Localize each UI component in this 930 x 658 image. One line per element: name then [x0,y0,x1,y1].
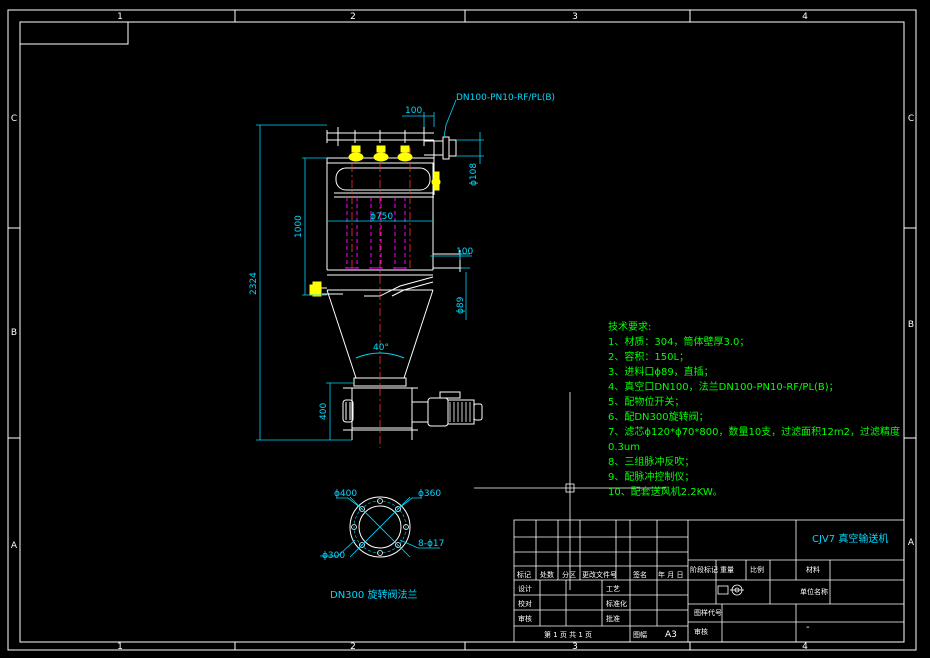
tb-mid-1: 重量 [720,566,734,574]
zone-right-a: A [908,538,915,548]
notes-title: 技术要求: [608,322,652,333]
tb-unit: 单位名称 [800,587,828,596]
note-item-5: 5、配物位开关； [608,397,685,408]
zone-top-3: 3 [572,12,578,22]
tb-review-cell: 审核 [694,627,708,636]
dim-100-top: 100 [405,106,422,116]
zone-top-2: 2 [350,12,356,22]
dim-100-mid: 100 [456,247,473,257]
note-item-8: 8、三组脉冲反吹； [608,457,695,468]
tb-row-review: 审核 [518,614,532,623]
filter-cartridges [345,197,407,269]
flange-d360: ϕ360 [418,489,441,499]
flange-d300: ϕ300 [322,551,345,561]
angle-40: 40° [373,343,389,353]
flange-detail: ϕ400 ϕ360 ϕ300 8-ϕ17 DN300 旋转阀法兰 [320,489,444,601]
note-item-3: 3、进料口ϕ89，直插； [608,367,714,378]
note-item-1: 1、材质：304，筒体壁厚3.0； [608,337,750,348]
tb-row-design: 设计 [518,584,532,593]
dim-750: ϕ750 [370,212,393,222]
tb-row-process: 工艺 [606,585,620,593]
note-item-4: 4、真空口DN100，法兰DN100-PN10-RF/PL(B)； [608,382,839,393]
flange-holes: 8-ϕ17 [418,539,444,549]
note-item-6: 6、配DN300旋转阀； [608,412,709,423]
pulse-valves [309,145,441,297]
zone-left-c: C [11,114,17,124]
main-elevation [309,127,483,448]
zone-top-4: 4 [802,12,808,22]
tb-header-5: 年 月 日 [658,570,683,579]
zone-right-c: C [908,114,914,124]
corner-box [19,21,129,45]
tb-drawing-no: 图样代号 [694,608,722,617]
zone-ticks [8,10,916,650]
zone-bottom-3: 3 [572,642,578,652]
technical-requirements: 技术要求: 1、材质：304，筒体壁厚3.0； 2、容积：150L； 3、进料口… [608,320,908,500]
dim-89: ϕ89 [456,296,466,314]
tb-size: A3 [665,630,677,640]
zone-left-b: B [11,328,17,338]
note-item-7b: 0.3um [608,442,640,453]
flange-d400: ϕ400 [334,489,357,499]
tb-row-check: 校对 [518,599,532,608]
tb-material: 材料 [806,565,820,574]
note-item-2: 2、容积：150L； [608,352,690,363]
dim-108: ϕ108 [469,163,479,186]
zone-bottom-1: 1 [117,642,123,652]
tb-header-3: 更改文件号 [582,570,617,579]
title-block [513,519,905,643]
tb-title: CJV7 真空输送机 [812,532,888,545]
outer-frame [7,9,917,651]
zone-left-a: A [11,541,18,551]
dim-400: 400 [319,403,329,420]
zone-right-b: B [908,320,914,330]
crosshair [474,392,666,590]
tb-mid-0: 阶段标记 [690,565,718,574]
tb-header-0: 标记 [517,570,531,579]
tb-row-approve: 批准 [606,614,620,623]
note-item-10: 10、配套送风机2.2KW。 [608,487,723,498]
dim-2324: 2324 [249,272,259,295]
tb-mid-2: 比例 [750,565,764,574]
flange-spec-label: DN100-PN10-RF/PL(B) [456,93,555,103]
inner-frame [19,21,905,643]
tb-dash: - [806,622,810,633]
tb-header-2: 分区 [562,570,576,579]
zone-bottom-2: 2 [350,642,356,652]
dimensions [256,99,484,441]
zone-top-1: 1 [117,12,123,22]
dim-1000: 1000 [294,215,304,238]
note-item-7: 7、滤芯ϕ120*ϕ70*800，数量10支，过滤面积12m2，过滤精度 [608,427,901,438]
tb-row-standard: 标准化 [606,599,627,608]
note-item-9: 9、配脉冲控制仪； [608,472,695,483]
zone-bottom-4: 4 [802,642,808,652]
tb-scale-label: 图幅 [633,630,647,639]
tb-header-4: 签名 [633,570,647,579]
tb-header-1: 处数 [540,570,554,579]
flange-caption: DN300 旋转阀法兰 [330,588,417,601]
tb-sheet: 第 1 页 共 1 页 [544,630,592,639]
